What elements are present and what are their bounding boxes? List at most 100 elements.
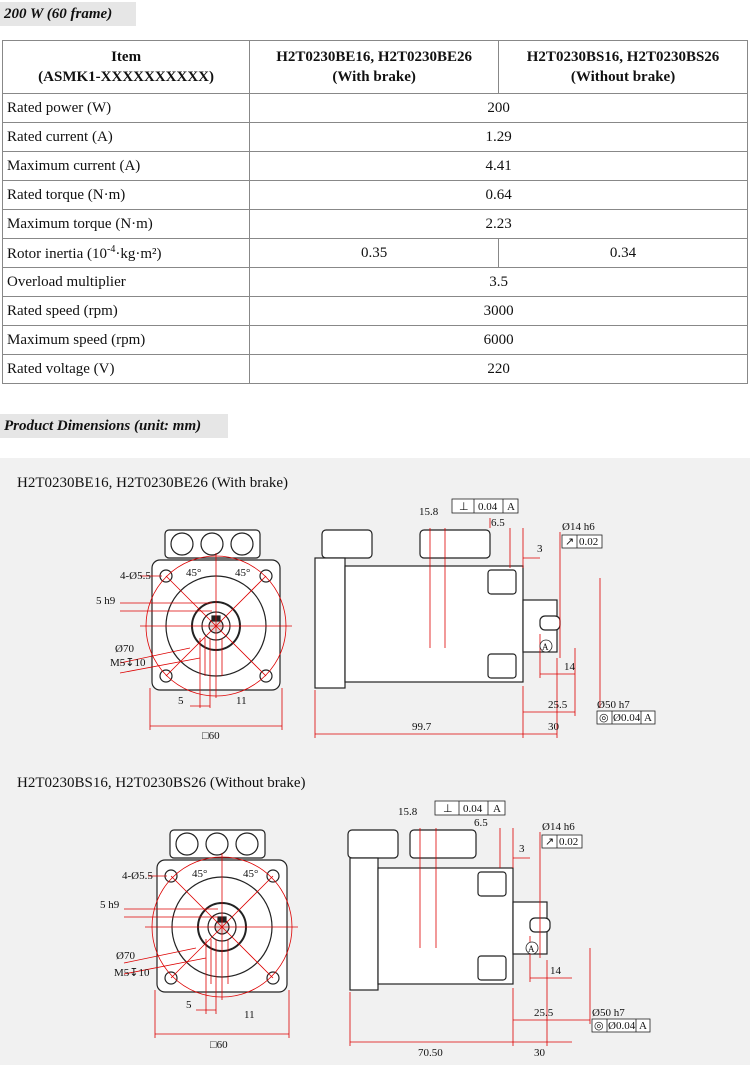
table-row: Rated speed (rpm)3000 — [1, 296, 748, 326]
svg-text:A: A — [493, 803, 501, 815]
svg-text:25.5: 25.5 — [534, 1007, 554, 1019]
front-view-dimension-lines — [119, 553, 292, 730]
svg-text:M5↧10: M5↧10 — [114, 967, 150, 979]
svg-text:4-Ø5.5: 4-Ø5.5 — [120, 570, 151, 582]
row-label: Rated voltage (V) — [1, 354, 251, 384]
side-view-labels: 15.8 ⊥ 0.04 A 6.5 3 Ø14 h6 ↗ 0.02 A 14 2… — [398, 800, 651, 1059]
row-value: 3.5 — [249, 267, 748, 297]
side-view — [347, 829, 551, 991]
side-view-dimension-lines — [349, 828, 591, 1046]
svg-text:11: 11 — [244, 1009, 255, 1021]
row-label: Rated power (W) — [1, 93, 251, 123]
svg-text:0.02: 0.02 — [579, 536, 598, 548]
row-label: Maximum current (A) — [1, 151, 251, 181]
spec-table: Item(ASMK1-XXXXXXXXXX) H2T0230BE16, H2T0… — [1, 40, 748, 384]
svg-text:99.7: 99.7 — [412, 721, 432, 733]
side-view-dimension-lines — [314, 518, 601, 738]
svg-text:15.8: 15.8 — [398, 806, 418, 818]
row-value-with-brake: 0.35 — [249, 238, 500, 268]
header-without-brake: H2T0230BS16, H2T0230BS26(Without brake) — [498, 40, 748, 94]
dimensions-drawing-area: H2T0230BE16, H2T0230BE26 (With brake) H2… — [0, 458, 750, 1065]
svg-text:□60: □60 — [210, 1039, 228, 1051]
drawing-with-brake: 4-Ø5.5 45° 45° 5 h9 Ø70 M5↧10 5 11 □60 — [96, 498, 656, 742]
front-view-dimension-lines — [123, 853, 298, 1038]
svg-text:A: A — [542, 642, 549, 652]
svg-text:5 h9: 5 h9 — [96, 595, 116, 607]
svg-text:M5↧10: M5↧10 — [110, 657, 146, 669]
svg-text:3: 3 — [519, 843, 525, 855]
table-row: Rated power (W)200 — [1, 93, 748, 123]
svg-text:3: 3 — [537, 543, 543, 555]
front-view-labels: 4-Ø5.5 45° 45° 5 h9 Ø70 M5↧10 5 11 □60 — [100, 868, 258, 1051]
side-view-labels: 15.8 ⊥ 0.04 A 6.5 3 Ø14 h6 ↗ 0.02 A 14 2… — [412, 498, 656, 733]
table-row: Rated torque (N·m)0.64 — [1, 180, 748, 210]
svg-text:45°: 45° — [243, 868, 258, 880]
drawing-title-with-brake: H2T0230BE16, H2T0230BE26 (With brake) — [17, 475, 289, 491]
svg-text:Ø70: Ø70 — [115, 643, 134, 655]
header-item: Item(ASMK1-XXXXXXXXXX) — [1, 40, 251, 94]
row-value: 3000 — [249, 296, 748, 326]
svg-text:↗: ↗ — [565, 536, 574, 548]
row-value: 220 — [249, 354, 748, 384]
front-view-labels: 4-Ø5.5 45° 45° 5 h9 Ø70 M5↧10 5 11 □60 — [96, 567, 250, 742]
section-heading-dimensions: Product Dimensions (unit: mm) — [0, 414, 228, 438]
table-row: Maximum torque (N·m)2.23 — [1, 209, 748, 239]
header-with-brake: H2T0230BE16, H2T0230BE26(With brake) — [249, 40, 500, 94]
svg-text:◎: ◎ — [594, 1020, 604, 1032]
svg-text:15.8: 15.8 — [419, 506, 439, 518]
svg-text:45°: 45° — [235, 567, 250, 579]
svg-text:⊥: ⊥ — [459, 501, 469, 513]
svg-text:A: A — [639, 1020, 647, 1032]
svg-text:45°: 45° — [186, 567, 201, 579]
row-value: 6000 — [249, 325, 748, 355]
drawing-title-without-brake: H2T0230BS16, H2T0230BS26 (Without brake) — [17, 775, 306, 791]
svg-text:5 h9: 5 h9 — [100, 899, 120, 911]
svg-text:Ø0.04: Ø0.04 — [608, 1020, 636, 1032]
row-label: Rated speed (rpm) — [1, 296, 251, 326]
svg-text:30: 30 — [548, 721, 560, 733]
svg-text:⊥: ⊥ — [443, 803, 453, 815]
section-heading-200w: 200 W (60 frame) — [0, 2, 136, 26]
row-label: Overload multiplier — [1, 267, 251, 297]
row-value-without-brake: 0.34 — [498, 238, 748, 268]
table-row: Rated voltage (V)220 — [1, 354, 748, 384]
svg-text:↗: ↗ — [545, 836, 554, 848]
row-value: 2.23 — [249, 209, 748, 239]
svg-text:A: A — [528, 944, 535, 954]
svg-text:A: A — [644, 712, 652, 724]
table-header-row: Item(ASMK1-XXXXXXXXXX) H2T0230BE16, H2T0… — [1, 40, 748, 94]
row-label: Maximum torque (N·m) — [1, 209, 251, 239]
svg-text:25.5: 25.5 — [548, 699, 568, 711]
svg-text:0.04: 0.04 — [478, 501, 498, 513]
svg-text:30: 30 — [534, 1047, 546, 1059]
svg-text:4-Ø5.5: 4-Ø5.5 — [122, 870, 153, 882]
svg-text:0.04: 0.04 — [463, 803, 483, 815]
drawing-without-brake: 4-Ø5.5 45° 45° 5 h9 Ø70 M5↧10 5 11 □60 — [100, 800, 651, 1059]
svg-text:A: A — [507, 501, 515, 513]
svg-text:45°: 45° — [192, 868, 207, 880]
svg-text:70.50: 70.50 — [418, 1047, 443, 1059]
row-label: Rotor inertia (10-4·kg·m²) — [1, 238, 251, 268]
svg-text:Ø50 h7: Ø50 h7 — [592, 1007, 625, 1019]
row-value: 0.64 — [249, 180, 748, 210]
svg-text:5: 5 — [186, 999, 192, 1011]
table-row: Maximum speed (rpm)6000 — [1, 325, 748, 355]
svg-text:14: 14 — [550, 965, 562, 977]
svg-text:5: 5 — [178, 695, 184, 707]
svg-text:0.02: 0.02 — [559, 836, 578, 848]
svg-text:Ø70: Ø70 — [116, 950, 135, 962]
svg-text:6.5: 6.5 — [474, 817, 488, 829]
svg-text:14: 14 — [564, 661, 576, 673]
row-value: 200 — [249, 93, 748, 123]
svg-text:6.5: 6.5 — [491, 517, 505, 529]
row-value: 1.29 — [249, 122, 748, 152]
svg-text:11: 11 — [236, 695, 247, 707]
row-value: 4.41 — [249, 151, 748, 181]
svg-text:Ø50 h7: Ø50 h7 — [597, 699, 630, 711]
svg-text:Ø14 h6: Ø14 h6 — [542, 821, 575, 833]
svg-text:Ø14 h6: Ø14 h6 — [562, 521, 595, 533]
row-label: Maximum speed (rpm) — [1, 325, 251, 355]
row-label: Rated current (A) — [1, 122, 251, 152]
